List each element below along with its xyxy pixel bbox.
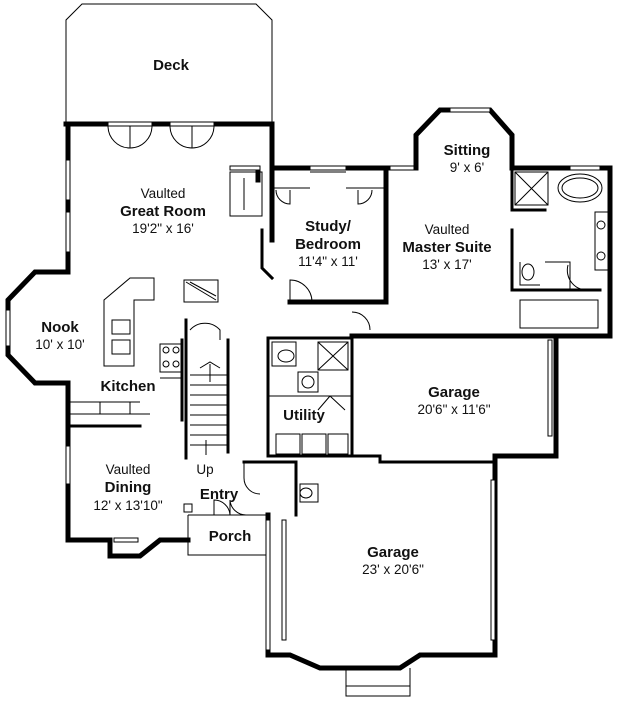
windows	[5, 107, 601, 697]
room-label-garage-small: Garage 20'6" x 11'6"	[417, 384, 490, 417]
nook-size: 10' x 10'	[35, 337, 84, 352]
room-label-master-suite: Vaulted Master Suite 13' x 17'	[402, 222, 491, 272]
sitting-name: Sitting	[444, 142, 491, 159]
deck-doors	[107, 121, 215, 149]
room-label-deck: Deck	[153, 57, 190, 74]
stairs-up-label: Up	[196, 462, 213, 477]
master-suite-name: Master Suite	[402, 239, 491, 256]
great-room-name: Great Room	[120, 203, 206, 220]
room-label-porch: Porch	[209, 528, 252, 545]
room-label-utility: Utility	[283, 407, 325, 424]
master-suite-prefix: Vaulted	[425, 222, 470, 237]
kitchen-name: Kitchen	[100, 378, 155, 395]
room-label-sitting: Sitting 9' x 6'	[444, 142, 491, 175]
garage-small-size: 20'6" x 11'6"	[417, 402, 490, 417]
study-name-line1: Study/	[305, 218, 352, 235]
deck-area	[65, 3, 273, 124]
room-label-great-room: Vaulted Great Room 19'2" x 16'	[120, 186, 206, 236]
garage-small-name: Garage	[428, 384, 480, 401]
master-suite-size: 13' x 17'	[422, 257, 471, 272]
room-label-kitchen: Kitchen	[100, 378, 155, 395]
nook-name: Nook	[41, 319, 79, 336]
dining-size: 12' x 13'10"	[93, 498, 162, 513]
garage-large-size: 23' x 20'6"	[362, 562, 424, 577]
room-label-dining: Vaulted Dining 12' x 13'10"	[93, 462, 162, 513]
entry-name: Entry	[200, 486, 239, 503]
room-label-stairs: Up	[196, 462, 213, 477]
room-label-garage-large: Garage 23' x 20'6"	[362, 544, 424, 577]
great-room-prefix: Vaulted	[141, 186, 186, 201]
room-label-nook: Nook 10' x 10'	[35, 319, 84, 352]
room-label-study: Study/ Bedroom 11'4" x 11'	[295, 218, 361, 269]
porch-name: Porch	[209, 528, 252, 545]
sitting-size: 9' x 6'	[450, 160, 484, 175]
dining-name: Dining	[105, 479, 152, 496]
garage-large-name: Garage	[367, 544, 419, 561]
utility-name: Utility	[283, 407, 325, 424]
deck-name: Deck	[153, 57, 190, 74]
stair-treads	[190, 374, 228, 446]
interior-walls	[66, 165, 609, 517]
dining-prefix: Vaulted	[106, 462, 151, 477]
great-room-size: 19'2" x 16'	[132, 221, 194, 236]
room-label-entry: Entry	[200, 486, 239, 503]
study-size: 11'4" x 11'	[298, 254, 358, 269]
study-name-line2: Bedroom	[295, 236, 361, 253]
